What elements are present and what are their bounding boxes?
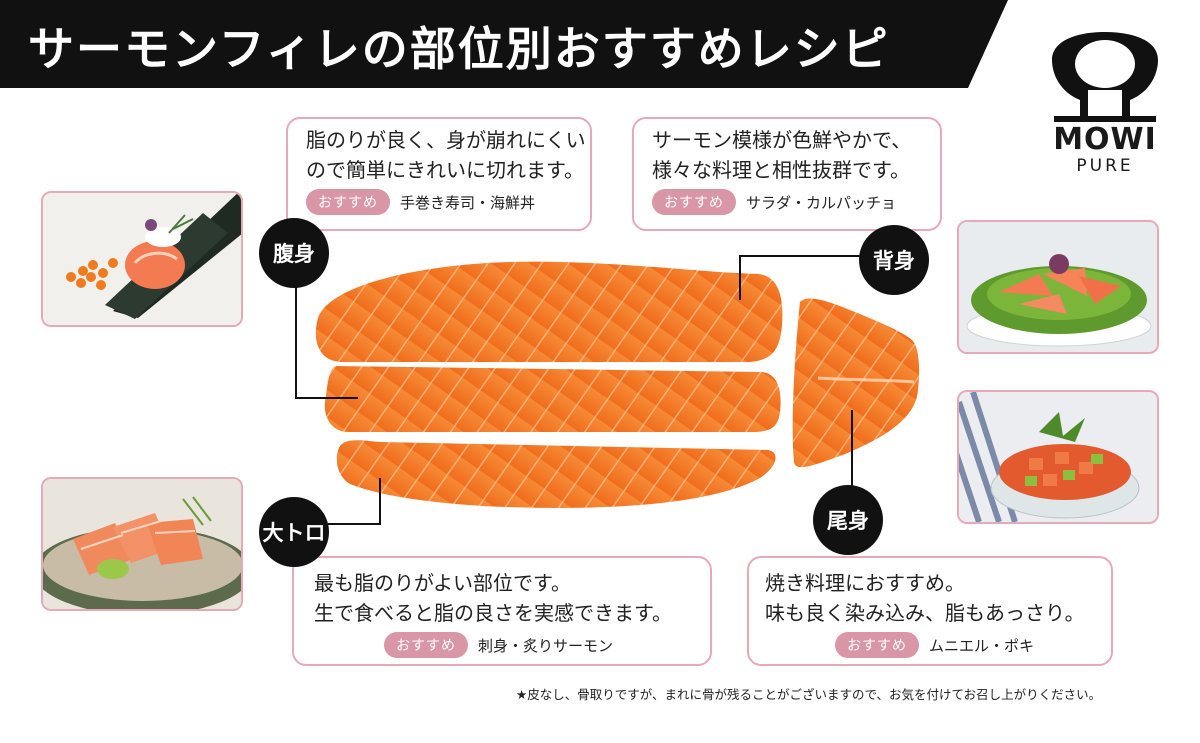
back-desc-line-1: サーモン模様が色鮮やかで、 [652,128,912,152]
fillet-back-piece [315,261,783,362]
tail-info-box: 焼き料理におすすめ。 味も良く染み込み、脂もあっさり。 おすすめ ムニエル・ポキ [747,556,1113,666]
belly-desc-line-1: 脂のりが良く、身が崩れにくい [306,128,586,152]
part-label-tail: 尾身 [813,485,883,555]
poke-photo [957,390,1159,524]
belly-desc-line-2: ので簡単にきれいに切れます。 [306,158,584,182]
belly-recommend: おすすめ 手巻き寿司・海鮮丼 [306,189,578,215]
back-dishes: サラダ・カルパッチョ [746,193,897,212]
page-title: サーモンフィレの部位別おすすめレシピ [28,22,890,76]
fillet-belly-piece [324,366,781,432]
omega-logo-icon [1052,32,1158,122]
part-label-otoro: 大トロ [259,497,329,567]
otoro-desc-line-2: 生で食べると脂の良さを実感できます。 [314,601,672,625]
recommend-tag: おすすめ [306,189,390,215]
logo-sub-text: PURE [1076,156,1134,176]
banner-shape [0,0,1008,88]
back-info-box: サーモン模様が色鮮やかで、 様々な料理と相性抜群です。 おすすめ サラダ・カルパ… [632,117,942,231]
back-connector-line [739,255,860,300]
recommend-tag: おすすめ [384,632,468,658]
belly-dishes: 手巻き寿司・海鮮丼 [400,193,536,212]
belly-connector-line [295,286,358,399]
tail-desc-line-2: 味も良く染み込み、脂もあっさり。 [765,601,1085,625]
otoro-dishes: 刺身・炙りサーモン [478,636,614,655]
part-label-back: 背身 [859,225,929,295]
tail-dishes: ムニエル・ポキ [929,636,1035,655]
fillet-otoro-piece [336,440,776,508]
otoro-recommend: おすすめ 刺身・炙りサーモン [384,632,698,658]
otoro-desc-line-1: 最も脂のりがよい部位です。 [314,571,571,595]
title-banner: サーモンフィレの部位別おすすめレシピ [0,0,1010,88]
belly-info-box: 脂のりが良く、身が崩れにくい ので簡単にきれいに切れます。 おすすめ 手巻き寿司… [286,117,592,231]
back-recommend: おすすめ サラダ・カルパッチョ [652,189,928,215]
part-label-belly: 腹身 [259,218,329,288]
hand-roll-sushi-photo [41,191,243,327]
otoro-info-box: 最も脂のりがよい部位です。 生で食べると脂の良さを実感できます。 おすすめ 刺身… [292,556,712,666]
sashimi-photo [41,477,243,611]
tail-recommend: おすすめ ムニエル・ポキ [835,632,1099,658]
fillet-tail-piece [792,298,920,468]
recommend-tag: おすすめ [835,632,919,658]
mowi-logo: MOWI PURE [1040,30,1170,180]
logo-brand-text: MOWI [1053,122,1157,157]
otoro-connector-line [328,478,381,525]
salad-carpaccio-photo [957,220,1159,354]
back-desc-line-2: 様々な料理と相性抜群です。 [652,158,910,182]
tail-desc-line-1: 焼き料理におすすめ。 [765,571,965,595]
recommend-tag: おすすめ [652,189,736,215]
footnote: ★皮なし、骨取りですが、まれに骨が残ることがございますので、お気を付けてお召し上… [516,687,1102,702]
